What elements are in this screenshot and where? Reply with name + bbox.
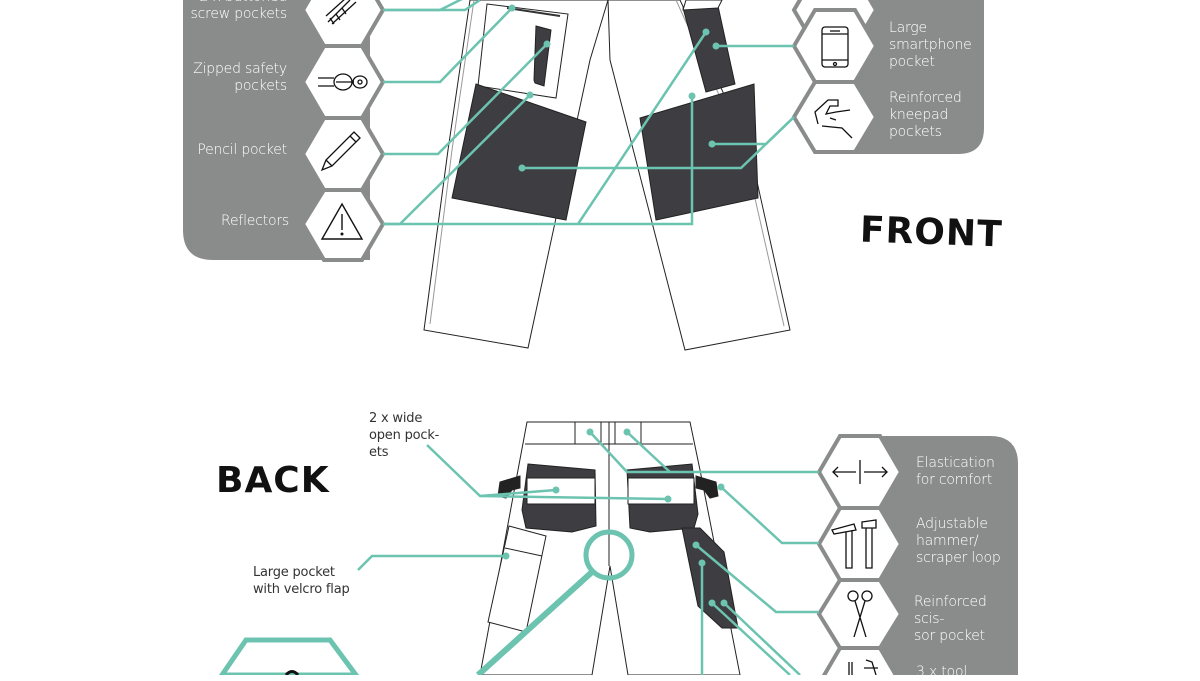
back-callout-dots <box>502 428 728 607</box>
back-feature-hammer-loop: Adjustable hammer/ scraper loop <box>916 516 1001 566</box>
back-callout-wide-pockets: 2 x wide open pock- ets <box>369 411 440 460</box>
front-feature-zipped-pockets: Zipped safety pockets <box>193 61 287 94</box>
zoom-magnifier <box>218 529 635 675</box>
back-feature-scissor-pocket: Reinforced scis- sor pocket <box>914 594 987 644</box>
pencil-icon <box>320 131 361 172</box>
magnifier-icon-glimpse <box>284 670 300 675</box>
front-feature-kneepad-pockets: Reinforced kneepad pockets <box>889 90 962 140</box>
screw-icon <box>325 0 357 25</box>
zipper-icon <box>318 73 368 91</box>
front-title: FRONT <box>859 209 1004 256</box>
back-callout-velcro-pocket: Large pocket with velcro flap <box>253 565 350 597</box>
front-trousers <box>423 0 791 351</box>
flexed-arm-icon <box>814 99 853 139</box>
front-callout-lines <box>383 0 795 226</box>
warning-triangle-icon <box>320 202 364 240</box>
back-feature-elastication: Elastication for comfort <box>916 455 995 488</box>
front-callout-dots <box>508 4 720 172</box>
front-feature-screw-pockets: 2 x buttoned screw pockets <box>190 0 287 22</box>
back-feature-tool-pockets: 3 x tool <box>916 664 968 680</box>
front-feature-pencil-pocket: Pencil pocket <box>197 142 287 158</box>
back-callout-lines <box>357 431 819 675</box>
hammer-scraper-icon <box>831 519 877 569</box>
stretch-arrows-icon <box>832 460 888 484</box>
scissors-icon <box>847 590 873 638</box>
back-title: BACK <box>216 460 330 501</box>
smartphone-icon <box>821 26 849 68</box>
front-feature-reflectors: Reflectors <box>221 213 289 229</box>
front-left-hexes <box>300 0 386 262</box>
front-feature-smartphone-pocket: Large smartphone pocket <box>889 20 972 70</box>
tools-icon <box>848 659 878 675</box>
